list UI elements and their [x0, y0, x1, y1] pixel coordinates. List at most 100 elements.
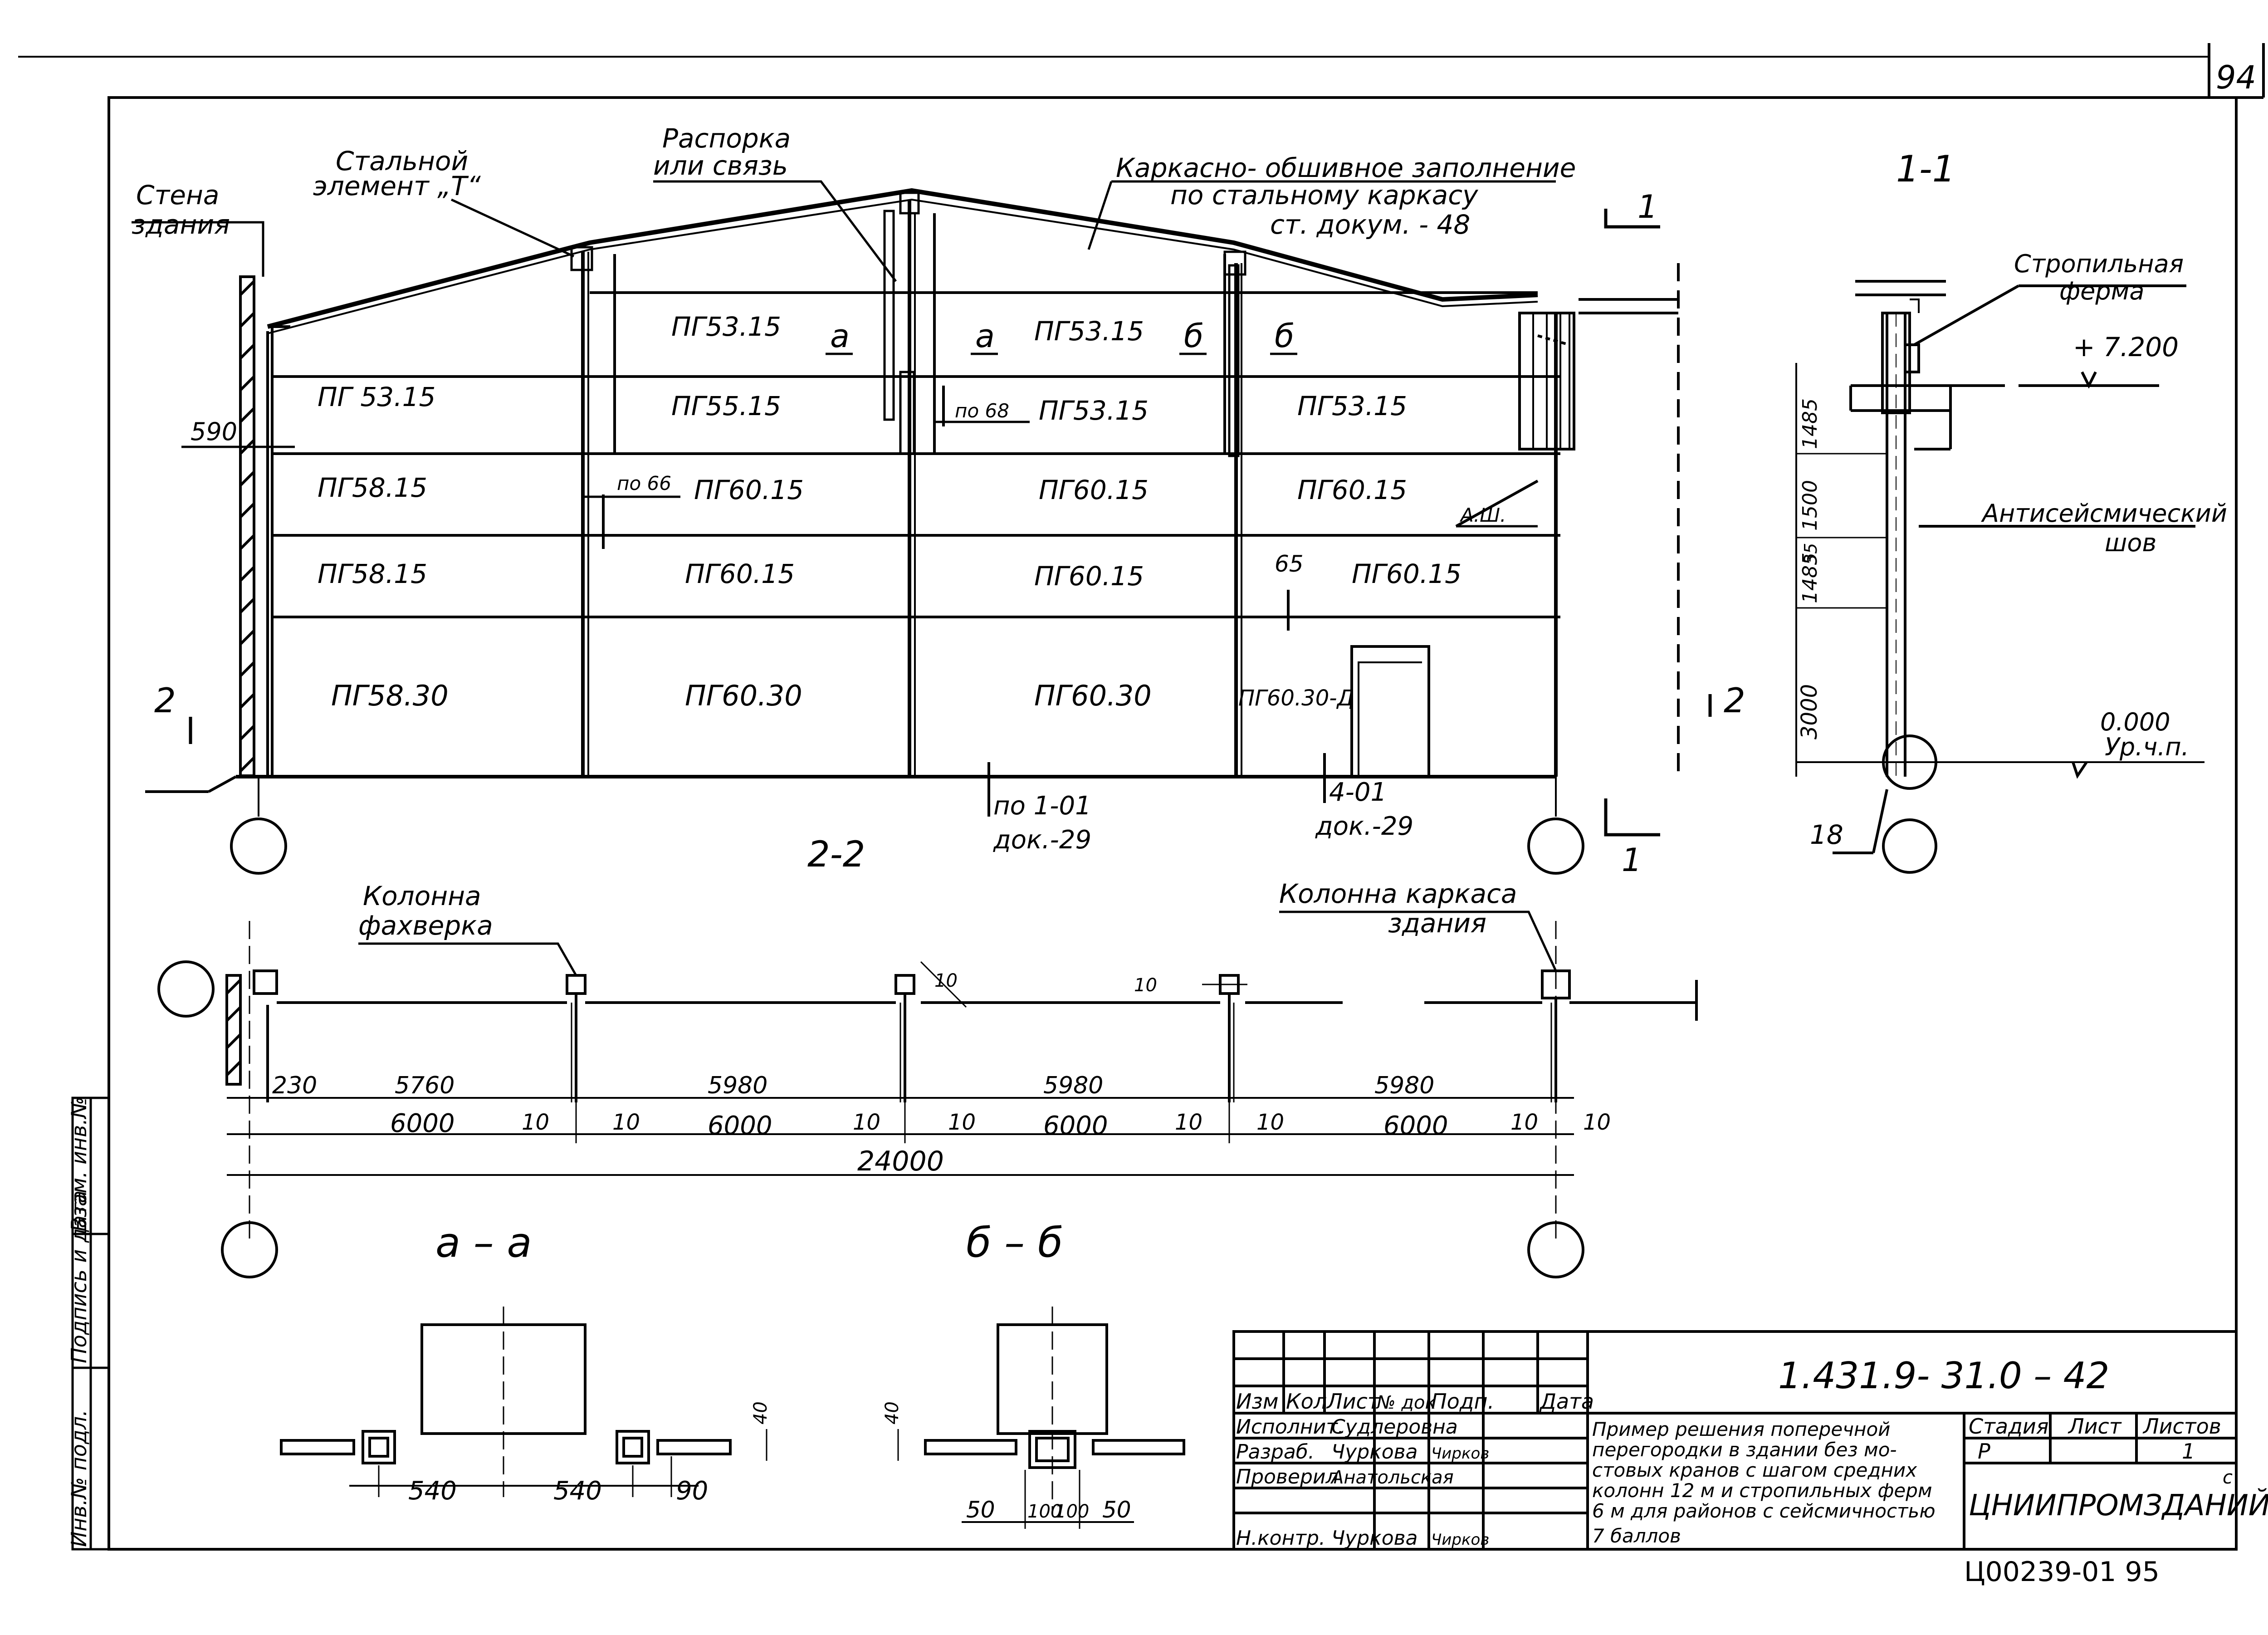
header-list: Лист	[1326, 1389, 1380, 1414]
dim-540: 540	[553, 1476, 602, 1506]
dim-5980: 5980	[1043, 1072, 1103, 1099]
callout-sheathing-1: Каркасно- обшивное заполнение	[1116, 152, 1576, 183]
role: Н.контр.	[1236, 1527, 1325, 1550]
mark-a: а	[975, 318, 995, 355]
dim-540: 540	[408, 1476, 457, 1506]
side-stamp	[71, 1097, 110, 1551]
stamp-inv-new: Взам. инв.№	[67, 1097, 91, 1232]
dim-590: 590	[191, 417, 237, 446]
callout-brace-2: или связь	[653, 150, 788, 181]
role: Проверил	[1236, 1465, 1339, 1488]
panel-label: ПГ60.15	[694, 475, 804, 505]
mark-b: б	[1184, 318, 1203, 355]
title-block-frame	[1232, 1330, 2238, 1551]
cut-label-2: 2	[1724, 680, 1745, 720]
signature: Чирков	[1431, 1531, 1489, 1549]
node-101-2: док.-29	[993, 825, 1091, 855]
name: Анатольская	[1330, 1467, 1454, 1488]
mark-a: а	[830, 318, 850, 355]
dim-10: 10	[948, 1110, 976, 1135]
panel-label: ПГ58.15	[318, 558, 427, 589]
callout-frame-1: Колонна каркаса	[1279, 878, 1517, 909]
panel-labels: ПГ53.15 ПГ53.15 ПГ 53.15 ПГ55.15 ПГ53.15…	[318, 311, 1461, 712]
node-101-1: по 1-01	[993, 791, 1091, 821]
node-401-1: 4-01	[1329, 778, 1387, 807]
stage-label: Стадия	[1969, 1414, 2048, 1439]
name: Судлеровна	[1331, 1415, 1458, 1439]
callout-leaders	[132, 180, 1556, 528]
axis-bubble	[1882, 734, 1937, 790]
panel-label: ПГ 53.15	[318, 382, 435, 412]
dim-5760: 5760	[395, 1072, 455, 1099]
dim-100: 100	[1055, 1501, 1089, 1522]
dim-1485-bottom: 1485	[1799, 553, 1822, 603]
cut-label: 1	[1622, 842, 1642, 879]
callout-truss-2: ферма	[2059, 277, 2145, 305]
panel-label: ПГ53.15	[1034, 316, 1144, 347]
title-block-headers: Изм Кол Лист № док Подп. Дата	[1236, 1389, 1594, 1414]
dim-6000: 6000	[1383, 1111, 1448, 1141]
dim-50: 50	[1102, 1497, 1131, 1523]
panel-label: ПГ53.15	[1039, 395, 1149, 426]
callout-truss-1: Стропильная	[2014, 250, 2184, 278]
node-18: 18	[1810, 819, 1843, 850]
organization: ЦНИИПРОМЗДАНИЙ	[1969, 1488, 2268, 1522]
section-title-1-1: 1-1	[1896, 148, 1955, 190]
panel-label: ПГ53.15	[671, 311, 781, 342]
role: Исполнит.	[1236, 1415, 1344, 1439]
mark-po68: по 68	[955, 400, 1009, 422]
panel-label: ПГ60.30	[1034, 679, 1152, 712]
dim-5980: 5980	[1374, 1072, 1434, 1099]
plan-structure	[225, 911, 1698, 1238]
dim-35: 35	[1801, 543, 1821, 565]
elev-zero: 0.000	[2100, 708, 2170, 736]
elev-top: + 7.200	[2073, 332, 2179, 362]
dim-6000: 6000	[1043, 1111, 1108, 1141]
callout-steel-2: элемент „Т“	[313, 171, 481, 201]
header-kol: Кол	[1286, 1389, 1327, 1414]
axis-bubble	[157, 960, 215, 1018]
panel-label: ПГ58.30	[331, 679, 449, 712]
mark-65: 65	[1275, 551, 1304, 577]
callout-seismic-1: Антисейсмический	[1981, 499, 2227, 528]
dim-50: 50	[966, 1497, 995, 1523]
header-data: Дата	[1539, 1389, 1594, 1414]
mark-b: б	[1275, 318, 1294, 355]
axis-bubble	[1527, 818, 1584, 875]
description-line: стовых кранов с шагом средних	[1592, 1459, 1917, 1481]
panel-label: ПГ60.15	[1034, 561, 1144, 592]
dim-1485-top: 1485	[1799, 398, 1822, 449]
callout-seismic-2: шов	[2105, 529, 2156, 557]
node-401-2: док.-29	[1315, 812, 1413, 841]
plan-dimensions: 230 5760 5980 5980 5980 6000 6000 6000 6…	[272, 970, 1611, 1177]
description-line: перегородки в здании без мо-	[1592, 1439, 1897, 1461]
cut-label-2: 2	[154, 680, 176, 720]
dim-6000: 6000	[390, 1109, 455, 1138]
panel-label: ПГ60.30-Д	[1238, 685, 1354, 711]
section-1-1-structure	[1795, 280, 2204, 854]
panel-label: ПГ60.15	[1352, 558, 1461, 589]
callout-brace-1: Распорка	[662, 123, 791, 154]
callout-fachwerk-1: Колонна	[363, 881, 481, 911]
callout-steel-1: Стальной	[336, 146, 468, 176]
dim-10: 10	[1510, 1110, 1538, 1135]
name: Чуркова	[1331, 1440, 1418, 1464]
dim-3000: 3000	[1797, 684, 1822, 739]
sheets-value: 1	[2182, 1439, 2195, 1464]
dim-10: 10	[1134, 975, 1157, 996]
dim-10: 10	[1583, 1110, 1611, 1135]
callout-frame-2: здания	[1388, 908, 1486, 939]
dim-10: 10	[934, 970, 958, 991]
callout-fachwerk-2: фахверка	[358, 910, 493, 941]
cut-markers	[189, 209, 1712, 837]
callout-wall-1: Стена	[136, 180, 219, 210]
description-line: 6 м для районов с сейсмичностью	[1592, 1500, 1936, 1522]
organization-mark: с	[2223, 1467, 2233, 1488]
dim-10: 10	[522, 1110, 549, 1135]
drawing-code: 1.431.9- 31.0 – 42	[1778, 1355, 2109, 1397]
description-line: 7 баллов	[1592, 1525, 1681, 1547]
panel-label: ПГ60.15	[1039, 475, 1149, 505]
callout-sheathing-3: ст. докум. - 48	[1270, 209, 1470, 240]
axis-bubble	[230, 818, 287, 875]
